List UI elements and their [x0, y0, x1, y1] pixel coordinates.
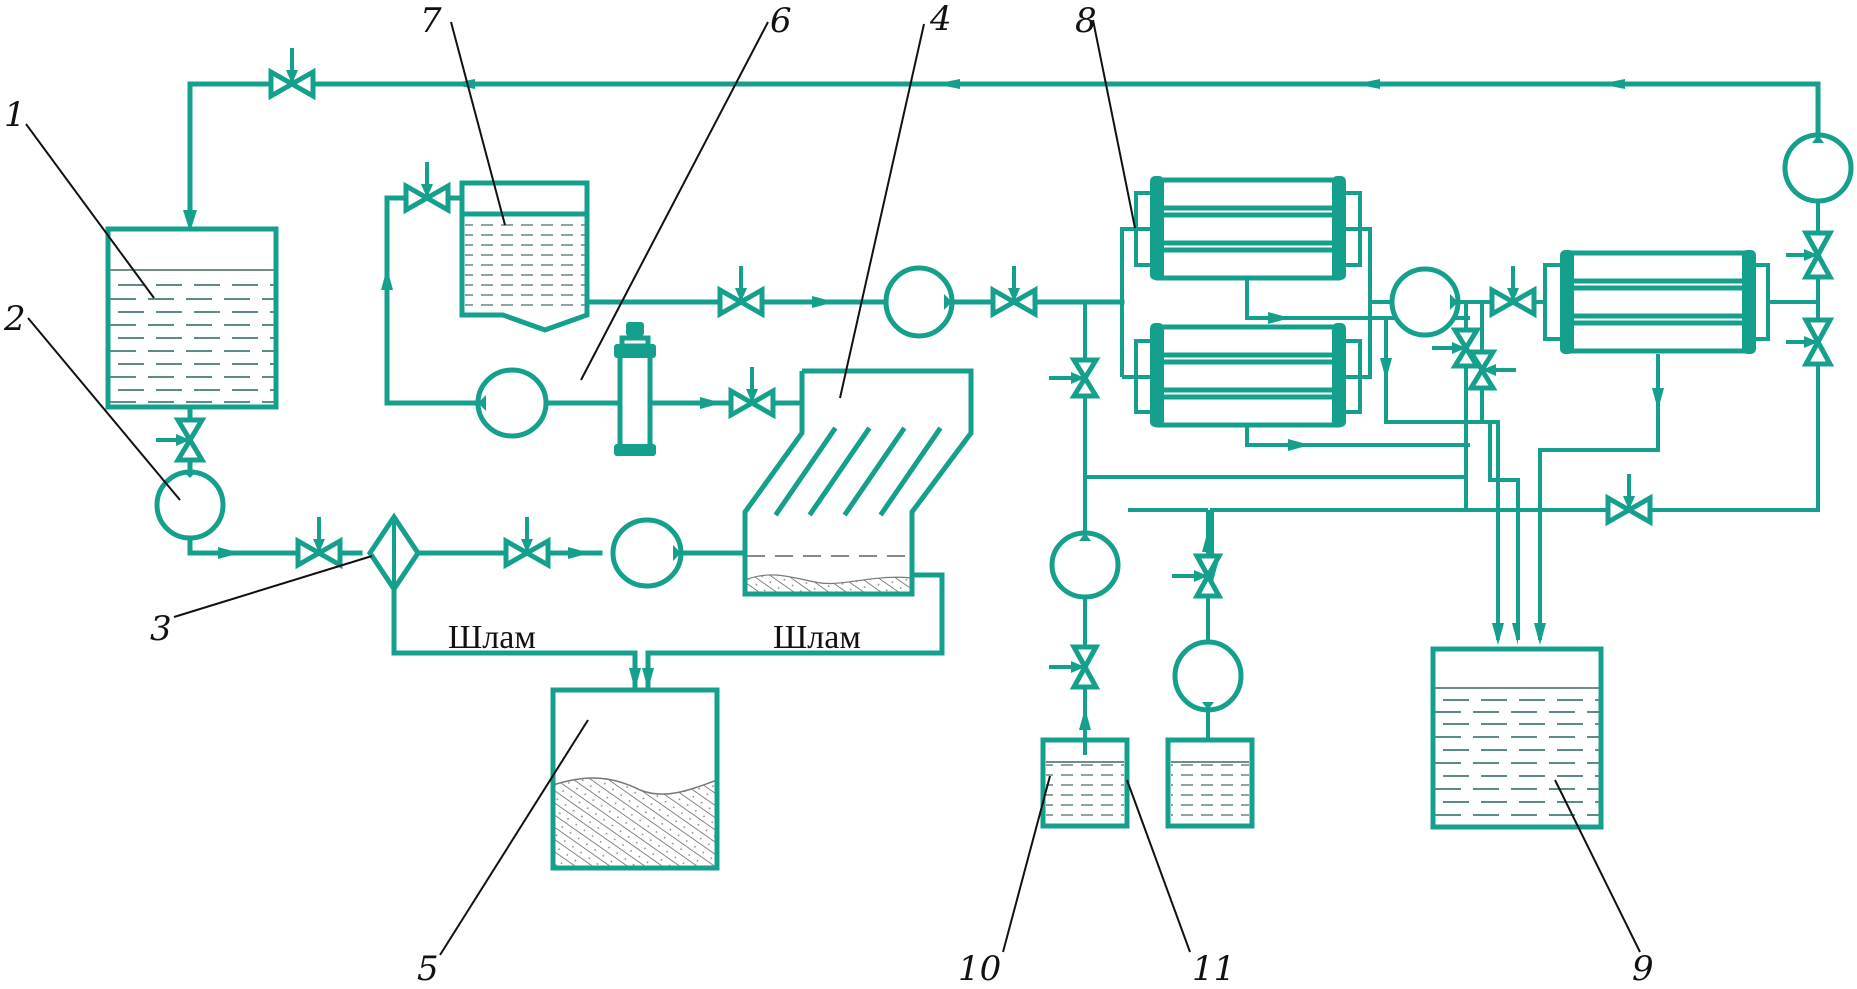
collector-line-lower	[1210, 508, 1608, 577]
valve-before-filter[interactable]	[295, 517, 343, 570]
valve-settler-inlet[interactable]	[728, 367, 776, 420]
flow-arrow-down-icon	[1492, 623, 1504, 645]
flow-arrow-down-icon	[1534, 623, 1546, 645]
valve-reagent-inlet[interactable]	[403, 162, 451, 215]
flow-arrow-down-icon	[1652, 388, 1664, 410]
valve-right-lower[interactable]	[1786, 317, 1835, 367]
flow-arrow-right-icon	[812, 296, 835, 308]
lamella-settler-4	[742, 368, 974, 597]
flow-arrow-left-icon	[935, 79, 960, 89]
valve-bypass-b[interactable]	[1466, 349, 1516, 391]
callout-11: 11	[1126, 779, 1235, 989]
label-4: 4	[929, 0, 952, 39]
valve-tank7-outlet[interactable]	[717, 266, 765, 319]
callout-7: 7	[420, 1, 506, 226]
label-9: 9	[1632, 949, 1654, 989]
concentrate-line	[1384, 318, 1475, 424]
pump-stage2[interactable]	[1389, 266, 1461, 338]
membrane-bank-8-upper	[1120, 176, 1372, 377]
pump-chem11[interactable]	[1172, 639, 1244, 713]
callout-8: 8	[1075, 1, 1136, 229]
flow-arrow-down-icon	[1512, 623, 1518, 645]
valve-chem10[interactable]	[1049, 644, 1101, 690]
permeate-line-lower	[1245, 427, 1470, 447]
label-11: 11	[1192, 949, 1235, 989]
valve-after-filter[interactable]	[503, 517, 551, 570]
valve-membrane-inlet[interactable]	[990, 266, 1038, 319]
sludge-label-left: Шлам	[448, 619, 536, 656]
product-tank-9	[1430, 646, 1604, 830]
flow-arrow-up-icon	[381, 268, 393, 290]
valve-stage2-inlet[interactable]	[1489, 266, 1537, 319]
flow-arrow-up-icon	[1079, 708, 1091, 730]
flow-arrow-right-icon	[700, 397, 722, 409]
label-2: 2	[3, 299, 26, 339]
collector-line-upper	[1085, 460, 1468, 479]
pump-chem10[interactable]	[1049, 530, 1121, 600]
flow-arrow-left-icon	[1355, 79, 1380, 89]
feed-tank-1	[105, 226, 279, 410]
label-3: 3	[150, 609, 172, 649]
pipe-right-vertical	[1640, 201, 1820, 512]
callout-1: 1	[4, 95, 155, 299]
sludge-tank-5	[550, 687, 720, 871]
flow-arrow-right-icon	[218, 547, 240, 559]
cartridge-filter-6	[614, 322, 656, 456]
valve-bypass-a[interactable]	[1432, 327, 1482, 369]
flow-arrow-left-icon	[450, 79, 475, 89]
label-7: 7	[420, 1, 442, 41]
flow-arrow-right-icon	[1288, 439, 1310, 451]
chemical-tank-11	[1165, 737, 1255, 829]
callout-5: 5	[417, 719, 589, 989]
pump-settler-feed[interactable]	[610, 517, 684, 589]
valve-right-upper[interactable]	[1786, 230, 1835, 280]
top-return-line	[183, 79, 1821, 232]
label-8: 8	[1075, 1, 1097, 41]
stage2-permeate-line	[1538, 354, 1660, 640]
pump-recycle[interactable]	[475, 367, 549, 439]
label-5: 5	[417, 949, 439, 989]
flow-arrow-down-icon	[183, 210, 197, 232]
flow-arrow-down-icon	[629, 668, 641, 690]
pump-return[interactable]	[1782, 132, 1854, 204]
flow-arrow-left-icon	[1600, 79, 1625, 89]
filter-3	[366, 512, 422, 594]
valve-tank1-outlet[interactable]	[156, 417, 207, 463]
valve-chem11[interactable]	[1172, 553, 1224, 599]
label-1: 1	[4, 95, 26, 135]
callout-10: 10	[958, 775, 1051, 989]
callout-2: 2	[3, 299, 181, 501]
chemical-tank-10	[1040, 737, 1130, 829]
callout-3: 3	[150, 555, 373, 649]
label-10: 10	[958, 949, 1001, 989]
flow-arrow-up-icon	[1202, 530, 1214, 552]
membrane-bank-stage2	[1543, 250, 1818, 354]
pump-2[interactable]	[154, 469, 226, 541]
valve-bottom-crossline[interactable]	[1605, 474, 1653, 527]
valve-top-return[interactable]	[268, 48, 316, 101]
pipe-to-tank9-b	[1475, 420, 1520, 640]
sludge-label-right: Шлам	[773, 619, 861, 656]
pump-membrane-feed[interactable]	[883, 265, 955, 339]
flow-arrow-down-icon	[1380, 358, 1392, 380]
label-6: 6	[770, 1, 792, 41]
callout-4: 4	[839, 0, 952, 399]
reagent-tank-7	[459, 180, 590, 333]
membrane-bank-8-lower	[1122, 302, 1372, 428]
callout-6: 6	[580, 1, 792, 381]
flow-arrow-right-icon	[1268, 312, 1290, 324]
flow-arrow-right-icon	[568, 547, 590, 559]
pipe-recycle-loop	[384, 195, 481, 406]
flow-arrow-down-icon	[642, 668, 654, 690]
callout-9: 9	[1554, 779, 1654, 989]
valve-branch-upper[interactable]	[1049, 357, 1101, 399]
sludge-line-settler	[645, 572, 945, 691]
